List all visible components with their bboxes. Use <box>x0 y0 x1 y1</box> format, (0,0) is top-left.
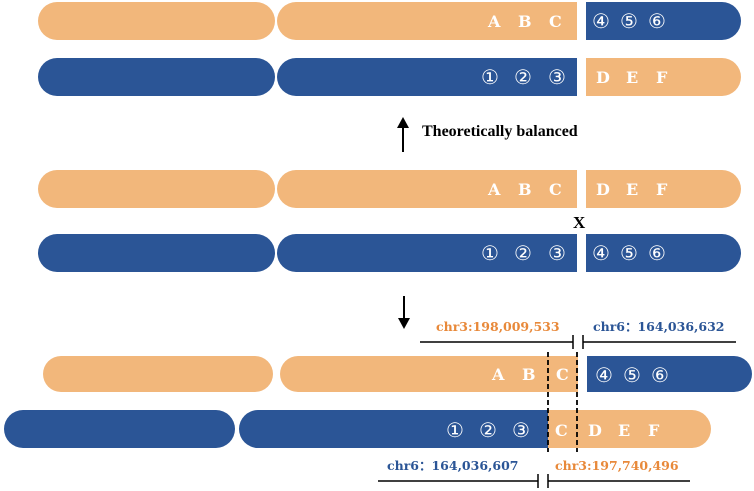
chromatid-arm <box>277 170 577 208</box>
breakpoint-chr3-bottom: chr3:197,740,496 <box>555 458 679 473</box>
normal-chromosome-blue: ① ② ③ ④ ⑤ ⑥ <box>38 234 741 272</box>
label-1: ① <box>446 418 464 442</box>
chromatid-arm <box>587 356 752 392</box>
label-2: ② <box>479 418 497 442</box>
label-6: ⑥ <box>651 363 669 387</box>
label-d: D <box>596 180 610 199</box>
breakpoint-bracket-top <box>420 335 736 349</box>
label-1: ① <box>481 241 499 265</box>
chromatid-arm <box>38 170 275 208</box>
label-c-duplicated: C <box>555 421 568 440</box>
label-4: ④ <box>592 9 610 33</box>
normal-chromosome-orange: A B C D E F <box>38 170 741 208</box>
chromatid-arm <box>239 410 548 448</box>
chromatid-arm <box>38 234 275 272</box>
label-3: ③ <box>548 241 566 265</box>
label-1: ① <box>481 65 499 89</box>
label-b: B <box>518 180 532 199</box>
label-2: ② <box>514 65 532 89</box>
chromatid-arm <box>586 2 741 40</box>
label-6: ⑥ <box>648 9 666 33</box>
label-d: D <box>588 421 602 440</box>
label-b: B <box>522 365 536 384</box>
label-b: B <box>518 12 532 31</box>
top-derivative-chromosome-orange: A B C <box>38 2 577 40</box>
top-derivative-chromosome-blue: ① ② ③ <box>38 58 577 96</box>
label-3: ③ <box>548 65 566 89</box>
chromatid-arm <box>586 234 741 272</box>
breakpoint-chr6-top: chr6：164,036,632 <box>593 319 724 334</box>
chromatid-arm <box>548 410 711 448</box>
observed-derivative-chromosome-blue: ① ② ③ <box>4 410 548 448</box>
label-c: C <box>556 365 569 384</box>
chromatid-arm <box>4 410 235 448</box>
label-5: ⑤ <box>620 9 638 33</box>
observed-derivative-orange-segment: C D E F <box>548 410 711 448</box>
chromatid-arm <box>38 2 275 40</box>
label-3: ③ <box>512 418 530 442</box>
label-5: ⑤ <box>623 363 641 387</box>
label-a: A <box>487 12 501 31</box>
label-4: ④ <box>595 363 613 387</box>
label-6: ⑥ <box>648 241 666 265</box>
label-e: E <box>626 68 638 87</box>
breakpoint-chr6-bottom: chr6：164,036,607 <box>387 458 518 473</box>
chromatid-arm <box>586 170 741 208</box>
chromatid-arm <box>280 356 578 392</box>
label-a: A <box>491 365 505 384</box>
up-arrow-icon <box>397 117 409 152</box>
label-5: ⑤ <box>620 241 638 265</box>
label-f: F <box>648 421 660 440</box>
label-a: A <box>487 180 501 199</box>
crossover-mark: X <box>573 213 586 232</box>
label-e: E <box>618 421 630 440</box>
chromatid-arm <box>277 234 577 272</box>
top-derivative-chromosome-orange-segment: D E F <box>586 58 741 96</box>
chromatid-arm <box>277 58 577 96</box>
chromatid-arm <box>586 58 741 96</box>
label-c: C <box>549 12 562 31</box>
theoretically-balanced-caption: Theoretically balanced <box>422 123 578 140</box>
breakpoint-chr3-top: chr3:198,009,533 <box>436 319 560 334</box>
label-f: F <box>656 68 668 87</box>
observed-derivative-blue-segment: ④ ⑤ ⑥ <box>587 356 752 392</box>
label-d: D <box>596 68 610 87</box>
label-f: F <box>656 180 668 199</box>
breakpoint-bracket-bottom <box>378 474 690 488</box>
label-e: E <box>626 180 638 199</box>
chromatid-arm <box>38 58 275 96</box>
label-2: ② <box>514 241 532 265</box>
observed-derivative-chromosome-orange: A B C <box>43 356 578 392</box>
duplicated-region-markers <box>547 352 578 452</box>
chromatid-arm <box>43 356 273 392</box>
chromatid-arm <box>277 2 577 40</box>
down-arrow-icon <box>398 296 410 329</box>
top-derivative-chromosome-blue-segment: ④ ⑤ ⑥ <box>586 2 741 40</box>
label-c: C <box>549 180 562 199</box>
label-4: ④ <box>592 241 610 265</box>
